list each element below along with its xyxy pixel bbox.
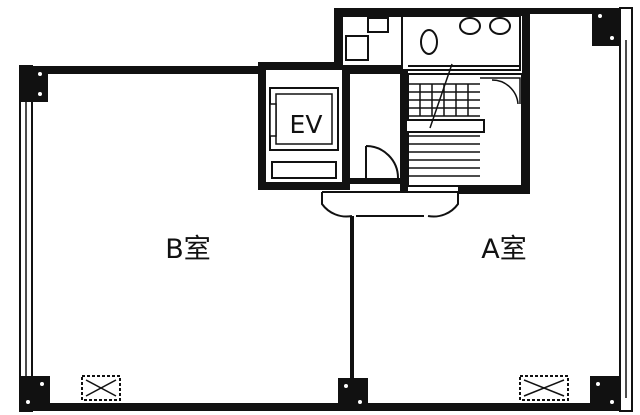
door-swing-right <box>427 192 459 218</box>
toilet-icon-2 <box>459 17 481 35</box>
column-bottom-right <box>590 376 620 411</box>
toilet-area <box>341 15 521 71</box>
vent-a <box>519 375 569 401</box>
washbasin-icon <box>345 35 369 61</box>
elevator-label: EV <box>290 110 323 139</box>
elevator-core: EV <box>258 62 350 190</box>
lobby-walls <box>342 66 408 192</box>
stair-treads <box>408 83 480 177</box>
column-top-left <box>20 66 48 102</box>
sink-icon <box>367 17 389 33</box>
column-bottom-left <box>20 376 50 411</box>
toilet-icon <box>420 29 438 55</box>
entry-corridor <box>321 191 459 218</box>
window-wall-right <box>619 7 633 412</box>
stair-handrail <box>405 119 485 133</box>
door-swing-left <box>321 192 353 218</box>
outer-walls <box>20 8 632 411</box>
room-partition <box>350 216 354 386</box>
window-wall-left <box>19 65 33 412</box>
room-b-label: B室 <box>165 234 211 265</box>
column-top-right <box>592 8 620 46</box>
toilet-icon-3 <box>489 17 511 35</box>
stairwell <box>405 63 523 187</box>
room-a-label: A室 <box>481 234 526 265</box>
vent-b <box>81 375 121 401</box>
lobby-door <box>365 145 399 179</box>
